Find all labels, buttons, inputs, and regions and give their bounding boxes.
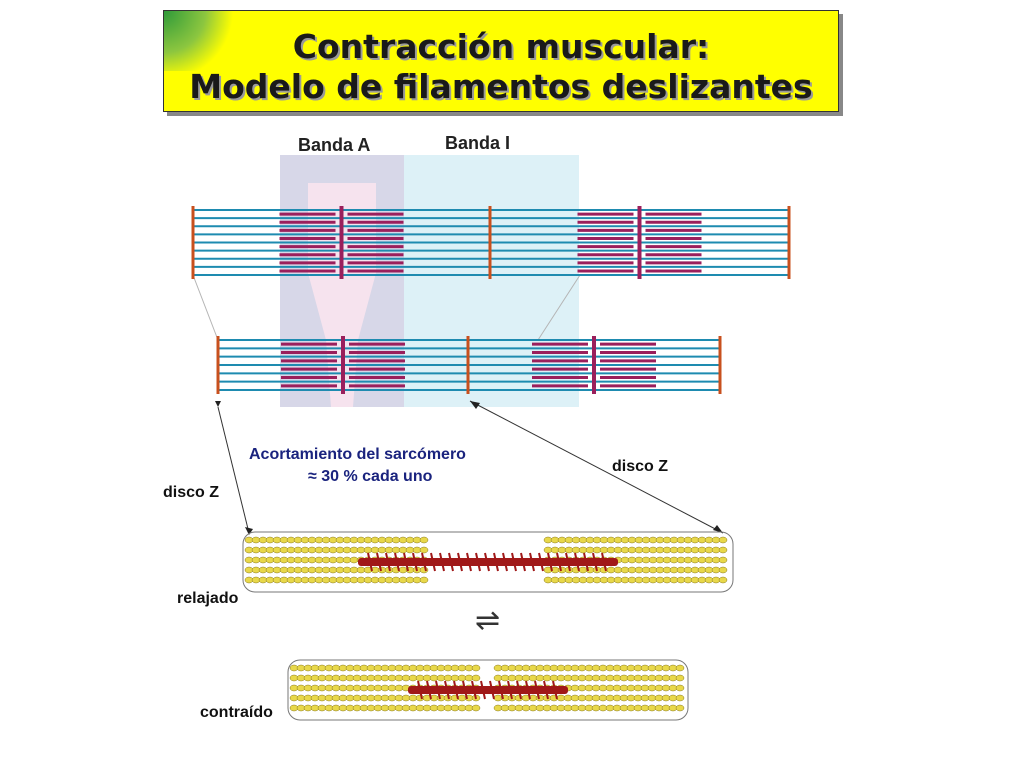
actin-bead (471, 674, 481, 682)
label-contraido: contraído (200, 704, 273, 721)
label-shortening-line1: Acortamiento del sarcómero (249, 446, 466, 463)
myosin-head (516, 680, 522, 700)
label-shortening-line2: ≈ 30 % cada uno (308, 468, 433, 485)
myosin-head (511, 552, 517, 572)
sarcomere-diagram: Banda A Banda I disco Z disco Z Acortami… (163, 133, 791, 721)
myosin-head (565, 552, 571, 572)
myosin-head (552, 680, 558, 700)
sarcomere-diagram-panel: Banda A Banda I disco Z disco Z Acortami… (163, 125, 860, 730)
actin-bead (471, 664, 481, 672)
label-disco-z-right: disco Z (612, 458, 668, 475)
actin-bead (419, 576, 429, 584)
myosin-head (385, 552, 391, 572)
arrowhead-right-top (470, 401, 480, 409)
myosin-head (502, 552, 508, 572)
myosin-head (520, 552, 526, 572)
myosin-head (367, 552, 373, 572)
label-banda-i: Banda I (445, 133, 510, 153)
actin-bead (718, 556, 728, 564)
myosin-head (376, 552, 382, 572)
myosin-head (547, 552, 553, 572)
arrow-disco-z-right (469, 400, 724, 534)
myosin-head (484, 552, 490, 572)
myosin-head (426, 680, 432, 700)
actin-bead (675, 664, 685, 672)
myosin-head (507, 680, 513, 700)
actin-bead (718, 576, 728, 584)
myosin-head (453, 680, 459, 700)
myosin-head (556, 552, 562, 572)
myosin-head (592, 552, 598, 572)
myosin-head (417, 680, 423, 700)
myosin-head (525, 680, 531, 700)
actin-bead (675, 684, 685, 692)
myosin-head (601, 552, 607, 572)
cylinder-outline (287, 659, 689, 721)
arrowhead-left-bottom (245, 527, 253, 535)
title-corner-decoration (164, 11, 234, 71)
myosin-head (489, 680, 495, 700)
myosin-head (462, 680, 468, 700)
actin-bead (675, 694, 685, 702)
myosin-head (534, 680, 540, 700)
actin-bead (419, 536, 429, 544)
cylinder-outline (242, 531, 734, 593)
contracted-filament-schematic (287, 659, 689, 721)
sarcomere-relaxed-diagram (191, 206, 791, 279)
myosin-head (480, 680, 486, 700)
equilibrium-symbol: ⇌ (475, 604, 500, 637)
arrowhead-left-top (215, 401, 221, 407)
actin-bead (419, 546, 429, 554)
myosin-head (439, 552, 445, 572)
myosin-head (543, 680, 549, 700)
actin-bead (471, 704, 481, 712)
myosin-head (493, 552, 499, 572)
title-line-1: Contracción muscular: (292, 27, 710, 66)
myosin-head (475, 552, 481, 572)
myosin-head (421, 552, 427, 572)
relaxed-filament-schematic (242, 531, 734, 593)
myosin-head (457, 552, 463, 572)
myosin-head (430, 552, 436, 572)
myosin-head (444, 680, 450, 700)
actin-bead (718, 566, 728, 574)
myosin-head (403, 552, 409, 572)
title-box: Contracción muscular: Modelo de filament… (163, 10, 839, 112)
myosin-head (412, 552, 418, 572)
myosin-head (448, 552, 454, 572)
sarcomere-contracted-diagram (216, 336, 722, 394)
myosin-head (466, 552, 472, 572)
myosin-thick-filament (408, 686, 568, 694)
label-banda-a: Banda A (298, 135, 370, 155)
actin-bead (675, 674, 685, 682)
myosin-head (538, 552, 544, 572)
label-relajado: relajado (177, 590, 239, 607)
myosin-head (529, 552, 535, 572)
myosin-head (435, 680, 441, 700)
actin-bead (718, 536, 728, 544)
myosin-head (471, 680, 477, 700)
actin-bead (718, 546, 728, 554)
myosin-head (498, 680, 504, 700)
actin-bead (675, 704, 685, 712)
title-line-2: Modelo de filamentos deslizantes (189, 67, 813, 106)
myosin-head (583, 552, 589, 572)
arrow-disco-z-left (217, 406, 250, 534)
label-disco-z-left: disco Z (163, 484, 219, 501)
myosin-head (394, 552, 400, 572)
arrowhead-right-bottom (713, 525, 723, 533)
myosin-head (574, 552, 580, 572)
